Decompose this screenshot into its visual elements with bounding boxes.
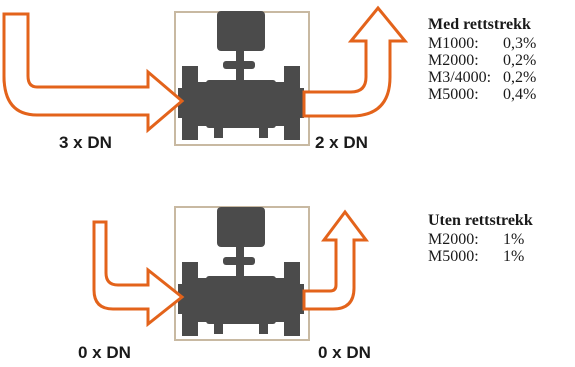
spec-model: M2000: (428, 231, 479, 248)
spec-block-top: Med rettstrekk M1000: 0,3% M2000: 0,2% M… (428, 16, 536, 103)
spec-value: 0,2% (503, 52, 537, 69)
spec-title: Uten rettstrekk (428, 212, 533, 229)
spec-model: M2000: (428, 52, 479, 69)
spec-value: 0,4% (503, 86, 537, 103)
spec-row: M5000: 1% (428, 248, 533, 265)
spec-model: M1000: (428, 35, 479, 52)
spec-value: 1% (503, 231, 525, 248)
spec-model: M5000: (428, 86, 479, 103)
inlet-arrow-icon (92, 220, 185, 328)
spec-value: 0,2% (503, 69, 537, 86)
outlet-arrow-icon (302, 5, 409, 118)
spec-title: Med rettstrekk (428, 16, 531, 33)
spec-row: M1000: 0,3% (428, 35, 536, 52)
spec-row: M2000: 0,2% (428, 52, 536, 69)
downstream-label-top: 2 x DN (315, 133, 368, 152)
downstream-label-bottom: 0 x DN (318, 343, 371, 362)
spec-value: 0,3% (503, 35, 537, 52)
spec-row: M3/4000: 0,2% (428, 69, 536, 86)
spec-block-bottom: Uten rettstrekk M2000: 1% M5000: 1% (428, 212, 533, 265)
spec-row: M2000: 1% (428, 231, 533, 248)
upstream-label-top: 3 x DN (59, 133, 112, 152)
upstream-label-bottom: 0 x DN (78, 343, 131, 362)
outlet-arrow-icon (302, 209, 369, 311)
spec-model: M5000: (428, 248, 479, 265)
spec-value: 1% (503, 248, 525, 265)
spec-row: M5000: 0,4% (428, 86, 536, 103)
spec-model: M3/4000: (428, 69, 492, 86)
